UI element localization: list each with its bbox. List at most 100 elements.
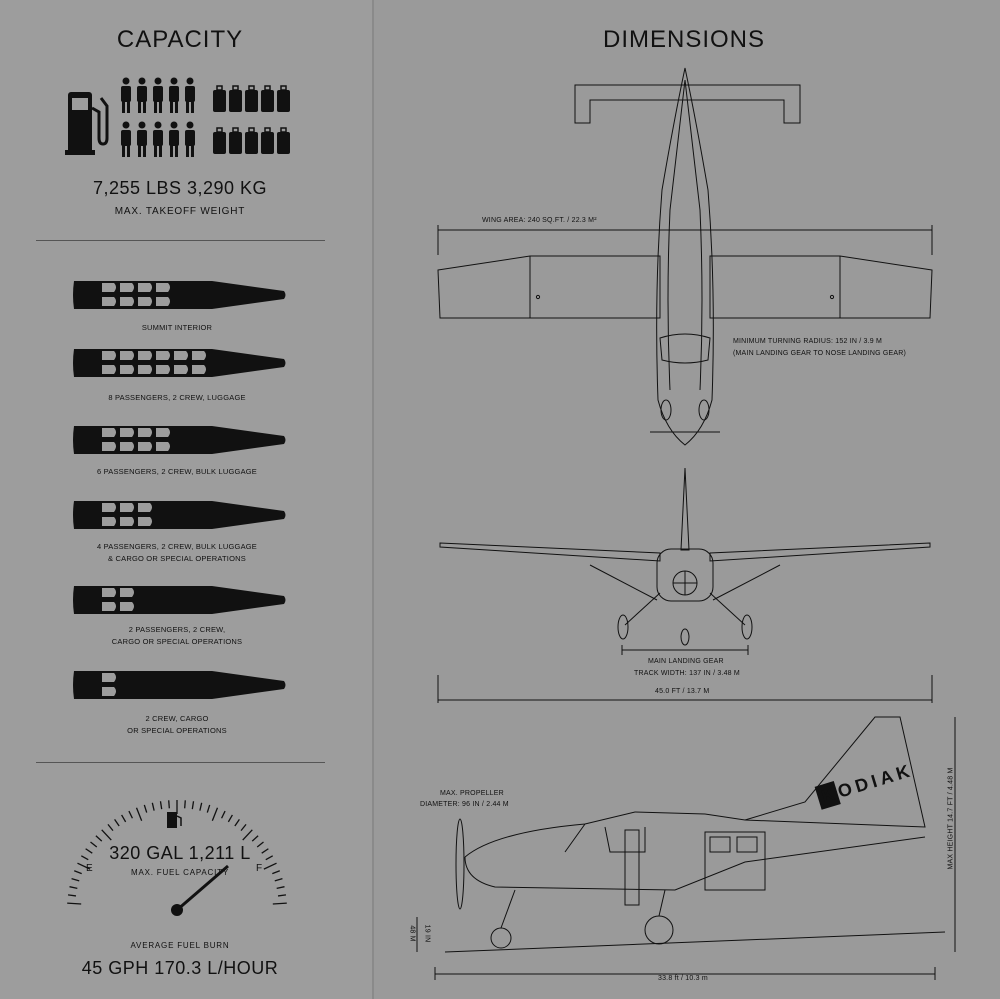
person-icon [169, 121, 179, 157]
gauge-tick [256, 841, 264, 848]
seat-icon [102, 442, 116, 451]
seat-icon [156, 442, 170, 451]
layout-label: & CARGO OR SPECIAL OPERATIONS [108, 554, 246, 563]
luggage-icon [245, 127, 258, 154]
seat-icon [138, 503, 152, 512]
seat-icon [174, 351, 188, 360]
gauge-full-label: F [256, 863, 263, 874]
layout-8-passengers [73, 349, 286, 377]
seat-icon [120, 503, 134, 512]
seat-icon [102, 503, 116, 512]
luggage-icon [245, 85, 258, 112]
seat-icon [102, 517, 116, 526]
seat-icon [138, 442, 152, 451]
gauge-tick [274, 878, 283, 882]
wingspan-label: 45.0 FT / 13.7 M [655, 688, 710, 695]
gauge-tick [199, 802, 203, 811]
seat-icon [138, 365, 152, 374]
layout-label: 8 PASSENGERS, 2 CREW, LUGGAGE [108, 393, 246, 402]
layout-label: SUMMIT INTERIOR [141, 323, 213, 332]
seat-icon [102, 588, 116, 597]
luggage-icon [277, 127, 290, 154]
ground-clearance-m: 48 M [408, 925, 416, 942]
person-icon [153, 77, 163, 113]
gauge-tick [73, 870, 82, 875]
track-width-label: TRACK WIDTH: 137 IN / 3.48 M [634, 670, 740, 677]
wing-area-label: WING AREA: 240 SQ.FT. / 22.3 M² [482, 217, 597, 224]
gauge-tick [265, 855, 274, 861]
fuel-burn-value: 45 GPH 170.3 L/HOUR [81, 958, 279, 978]
gauge-tick [71, 878, 80, 882]
seat-icon [120, 442, 134, 451]
gauge-tick [151, 802, 155, 811]
capacity-panel: CAPACITY 7,255 LBS 3,290 KG MAX. TAKEOFF… [0, 0, 372, 999]
seat-icon [120, 297, 134, 306]
gauge-tick [184, 800, 186, 809]
seat-icon [102, 351, 116, 360]
layout-summit-interior [73, 281, 286, 309]
luggage-icons [213, 85, 290, 154]
person-icon [185, 77, 195, 113]
layout-label: OR SPECIAL OPERATIONS [127, 726, 227, 735]
person-icon [137, 77, 147, 113]
gauge-tick [143, 804, 148, 813]
seat-icon [102, 297, 116, 306]
seat-icon [192, 351, 206, 360]
gauge-tick [77, 862, 91, 870]
max-height-label: MAX HEIGHT 14.7 FT / 4.48 M [947, 767, 955, 870]
gauge-tick [85, 848, 93, 854]
gauge-tick [234, 819, 240, 827]
layout-label: 2 PASSENGERS, 2 CREW, [128, 625, 226, 634]
layout-4-passengers [73, 501, 286, 529]
seat-icon [102, 687, 116, 696]
propeller-label: MAX. PROPELLER [440, 790, 504, 797]
turning-radius-label: MINIMUM TURNING RADIUS: 152 IN / 3.9 M [733, 338, 883, 345]
gauge-tick [128, 810, 133, 819]
fuel-gauge [67, 800, 287, 916]
length-label: 33.8 ft / 10.3 m [658, 975, 708, 982]
gauge-tick [159, 801, 163, 810]
gauge-tick [168, 800, 170, 809]
luggage-icon [213, 85, 226, 112]
seat-icon [120, 517, 134, 526]
fuel-pump-icon [167, 812, 177, 828]
gauge-tick [227, 814, 233, 823]
gauge-tick [263, 862, 277, 870]
layout-label: CARGO OR SPECIAL OPERATIONS [111, 637, 243, 646]
gauge-tick [80, 855, 89, 861]
gauge-tick [276, 886, 285, 890]
seat-icon [120, 351, 134, 360]
gauge-tick [206, 804, 211, 813]
gauge-tick [90, 841, 98, 848]
gauge-tick [69, 886, 78, 890]
gauge-tick [101, 829, 112, 841]
seat-icon [156, 297, 170, 306]
front-view-drawing [437, 467, 933, 703]
divider [36, 240, 325, 241]
luggage-icon [229, 85, 242, 112]
gauge-tick [240, 823, 247, 832]
seat-icon [102, 673, 116, 682]
gauge-tick [211, 807, 219, 821]
propeller-diameter-label: DIAMETER: 96 IN / 2.44 M [420, 801, 509, 808]
gauge-tick [107, 823, 114, 832]
top-view-drawing [437, 67, 933, 446]
gauge-tick [272, 902, 287, 905]
gauge-tick [121, 814, 127, 823]
person-icon [153, 121, 163, 157]
passenger-icons [121, 77, 195, 157]
side-view-drawing [416, 716, 956, 980]
main-gear-label: MAIN LANDING GEAR [648, 658, 724, 665]
gauge-tick [191, 801, 195, 810]
luggage-icon [261, 127, 274, 154]
gauge-tick [242, 829, 253, 841]
dimensions-title: DIMENSIONS [602, 26, 765, 53]
fuel-capacity-value: 320 GAL 1,211 L [109, 843, 251, 863]
gauge-tick [277, 894, 287, 897]
seat-icon [156, 365, 170, 374]
seat-icon [120, 428, 134, 437]
person-icon [121, 77, 131, 113]
seat-icon [138, 428, 152, 437]
luggage-icon [277, 85, 290, 112]
person-icon [137, 121, 147, 157]
